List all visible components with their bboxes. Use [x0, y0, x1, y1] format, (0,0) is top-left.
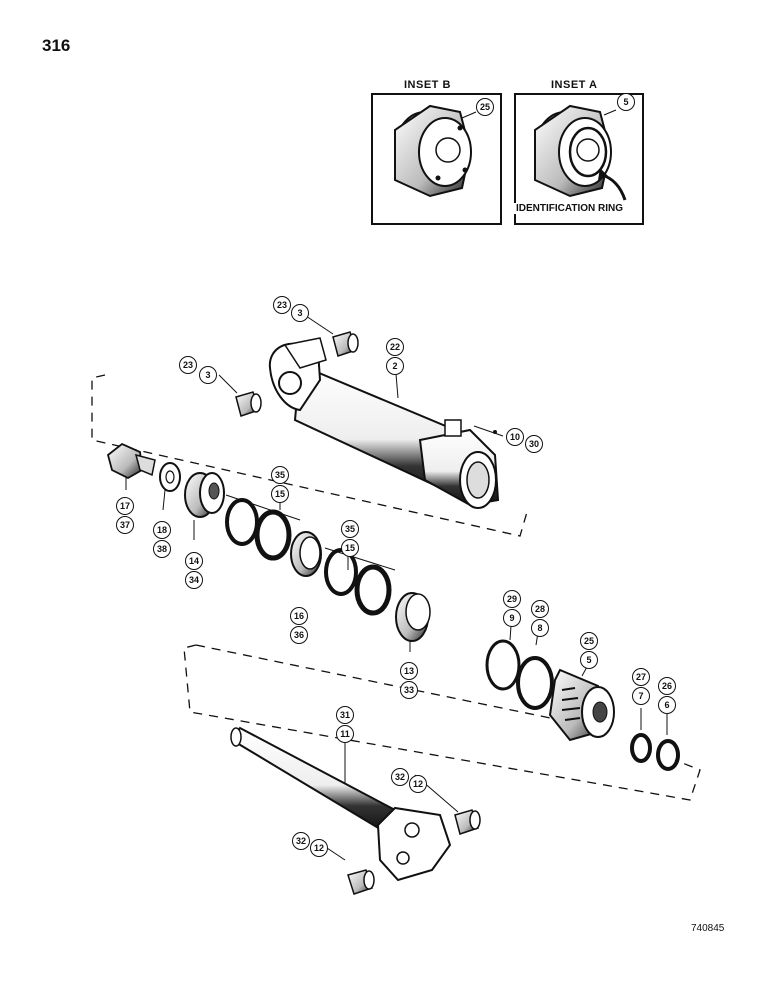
callout-6: 6 — [658, 696, 676, 714]
callout-25: 25 — [580, 632, 598, 650]
callout-7: 7 — [632, 687, 650, 705]
callout-34: 34 — [185, 571, 203, 589]
identification-ring-label: IDENTIFICATION RING — [514, 203, 626, 214]
callout-33: 33 — [400, 681, 418, 699]
callout-12-upper: 12 — [409, 775, 427, 793]
callout-3-left: 3 — [199, 366, 217, 384]
callout-15-a: 15 — [271, 485, 289, 503]
inset-a-gland-drawing — [534, 104, 627, 201]
piston-rod-drawing — [230, 726, 452, 882]
callout-2: 2 — [386, 357, 404, 375]
callout-30: 30 — [525, 435, 543, 453]
wear-ring-drawing — [395, 592, 431, 642]
callout-36: 36 — [290, 626, 308, 644]
callout-12-lower: 12 — [310, 839, 328, 857]
callout-16: 16 — [290, 607, 308, 625]
bolt-drawing — [106, 442, 156, 480]
washer-drawing — [159, 462, 181, 492]
callout-14: 14 — [185, 552, 203, 570]
callout-32-upper: 32 — [391, 768, 409, 786]
callout-27: 27 — [632, 668, 650, 686]
bushing-upper-drawing — [332, 331, 359, 357]
callout-28: 28 — [531, 600, 549, 618]
inset-b-title: INSET B — [404, 79, 451, 91]
bushing-lower-drawing — [235, 391, 262, 417]
cylinder-barrel-drawing — [268, 337, 500, 509]
rod-seal-drawing — [630, 733, 680, 771]
callout-26: 26 — [658, 677, 676, 695]
callout-35-b: 35 — [341, 520, 359, 538]
callout-11: 11 — [336, 725, 354, 743]
callout-3-top: 3 — [291, 304, 309, 322]
callout-38: 38 — [153, 540, 171, 558]
callout-15-b: 15 — [341, 539, 359, 557]
callout-22: 22 — [386, 338, 404, 356]
callout-13: 13 — [400, 662, 418, 680]
gland-drawing — [548, 668, 615, 742]
callout-35-a: 35 — [271, 466, 289, 484]
callout-inset-a: 5 — [617, 93, 635, 111]
drawing-number: 740845 — [691, 923, 725, 934]
callout-9: 9 — [503, 609, 521, 627]
callout-29: 29 — [503, 590, 521, 608]
seal-ring-group-1 — [225, 494, 322, 577]
callout-18: 18 — [153, 521, 171, 539]
o-ring-drawing — [485, 639, 554, 710]
piston-drawing — [184, 472, 225, 518]
callout-37: 37 — [116, 516, 134, 534]
inset-b-gland-drawing — [394, 104, 477, 198]
callout-17: 17 — [116, 497, 134, 515]
seal-ring-group-2 — [324, 547, 396, 616]
callout-8: 8 — [531, 619, 549, 637]
callout-32-lower: 32 — [292, 832, 310, 850]
rod-bushing-upper-drawing — [454, 809, 481, 835]
callout-23-left: 23 — [179, 356, 197, 374]
callout-23-top: 23 — [273, 296, 291, 314]
page-number: 316 — [42, 36, 71, 55]
inset-a-title: INSET A — [551, 79, 598, 91]
callout-10: 10 — [506, 428, 524, 446]
callout-5: 5 — [580, 651, 598, 669]
callout-inset-b: 25 — [476, 98, 494, 116]
callout-31: 31 — [336, 706, 354, 724]
rod-bushing-lower-drawing — [347, 869, 375, 895]
